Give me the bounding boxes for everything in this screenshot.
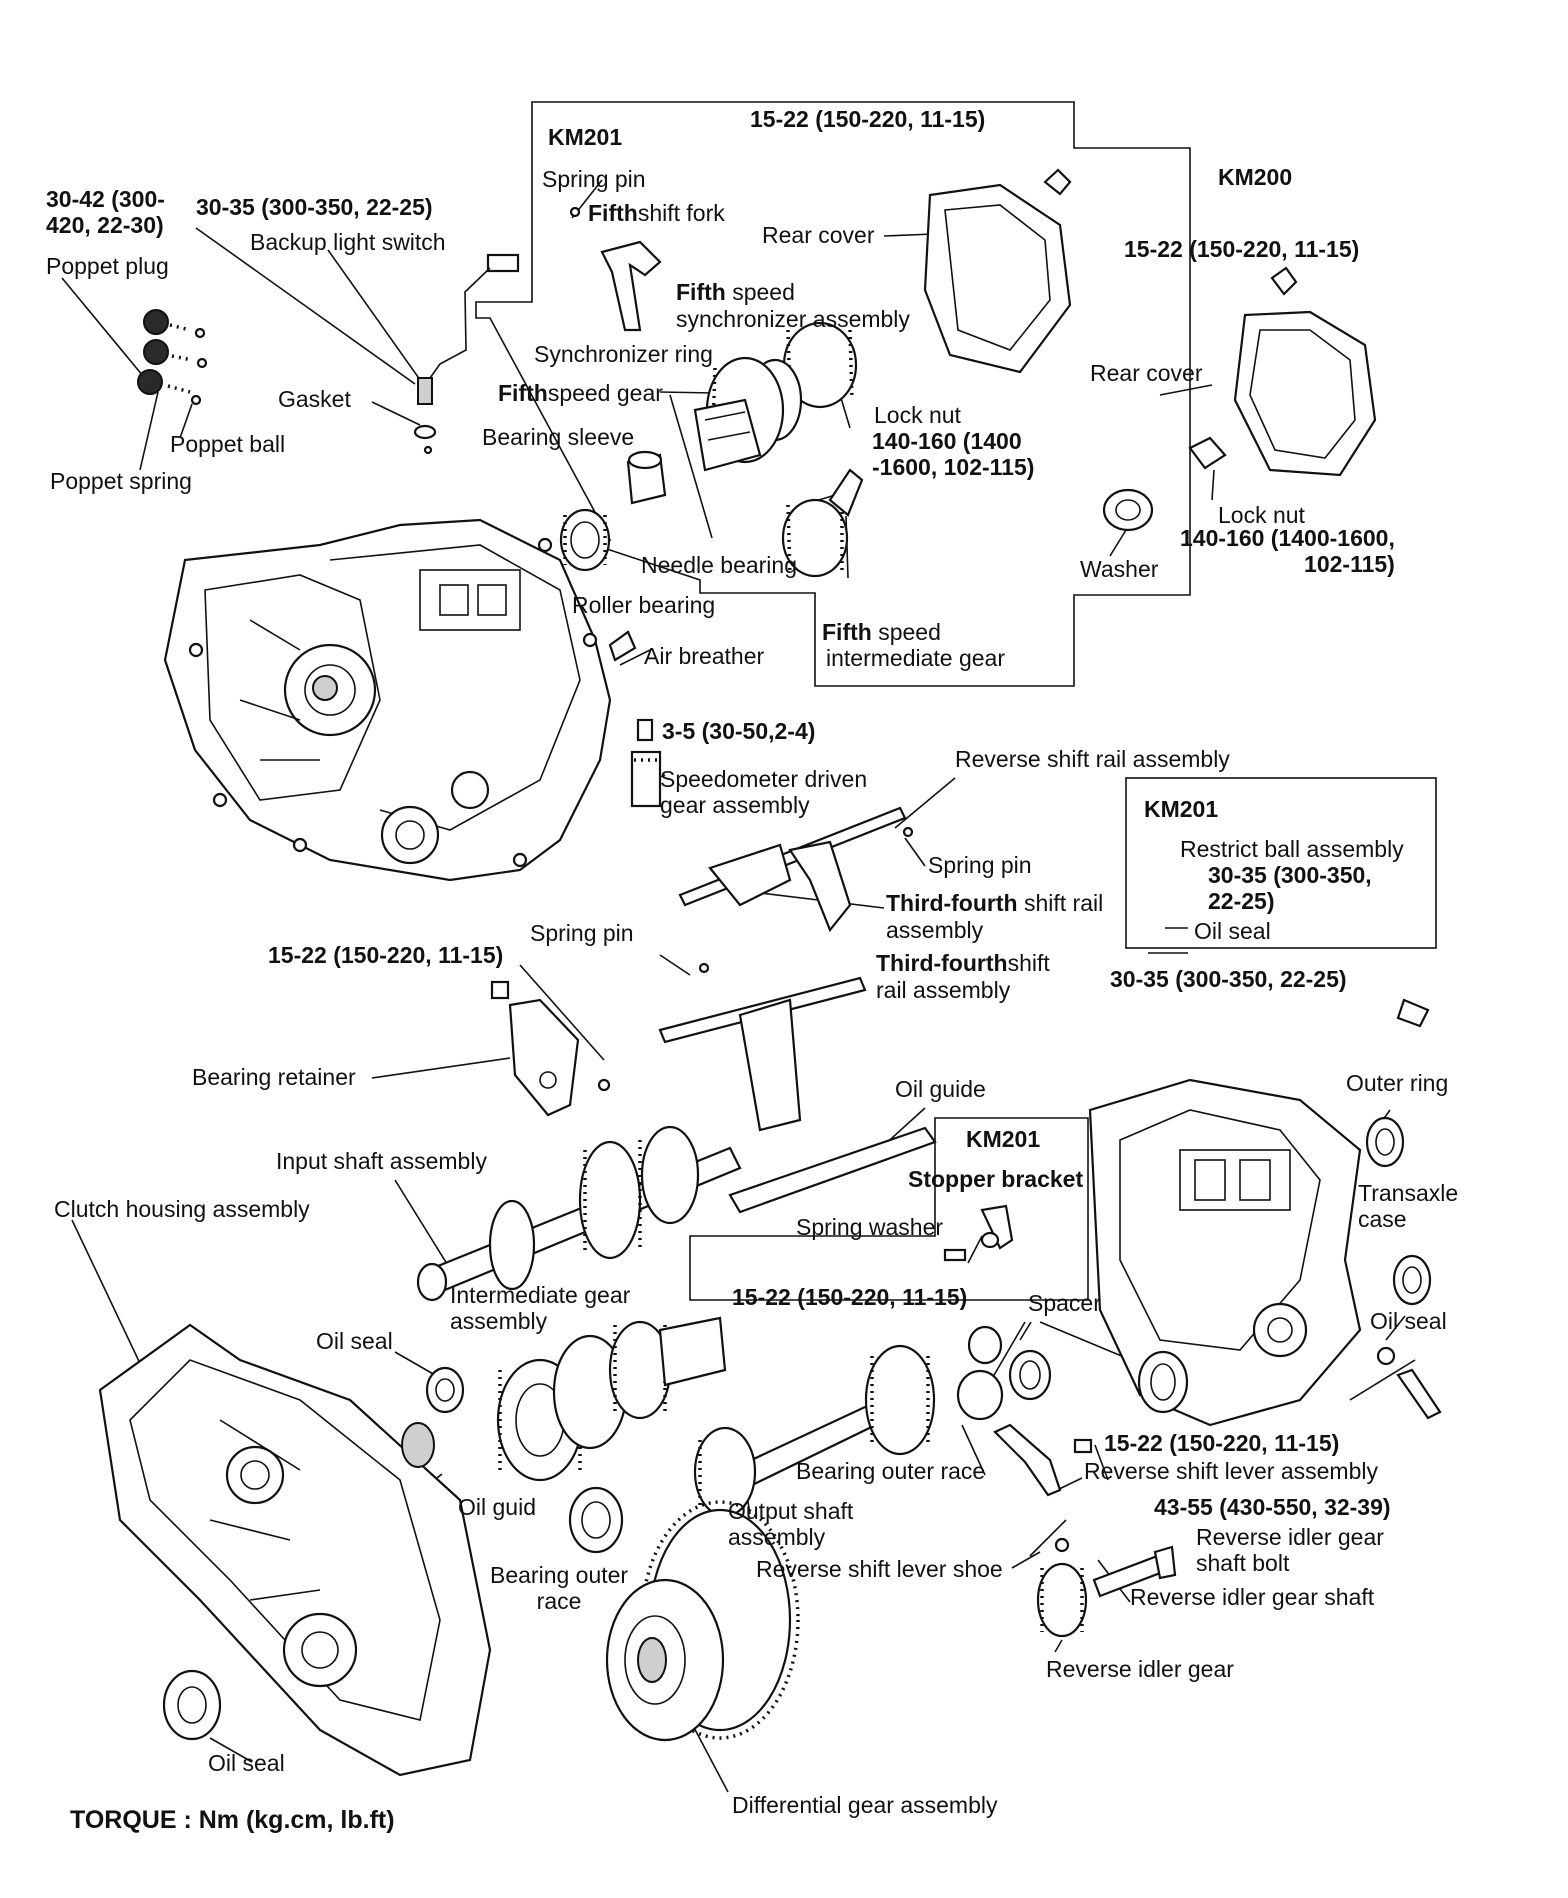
bearing-retainer-label: Bearing retainer (192, 1064, 356, 1090)
sync-ring-label: Synchronizer ring (534, 341, 713, 367)
fifth-sync-label-1: Fifth speed (676, 279, 795, 305)
leader-lines (61, 179, 1416, 1793)
km200-torque: 15-22 (150-220, 11-15) (1124, 236, 1360, 262)
reverse-idler-shaft-label: Reverse idler gear shaft (1130, 1584, 1375, 1610)
housing-seals (162, 1366, 624, 1741)
spring-pin-lower-label: Spring pin (530, 920, 634, 946)
km200-title: KM200 (1218, 164, 1293, 190)
km201-mid-box (689, 1117, 1089, 1301)
reverse-idler-gear-label: Reverse idler gear (1046, 1656, 1234, 1682)
input-shaft (416, 1125, 742, 1302)
spacer-label: Spacer (1028, 1290, 1101, 1316)
output-shaft-label: Output shaft assembly (728, 1498, 854, 1551)
washer-label: Washer (1080, 556, 1159, 582)
oil-seal-bottom-label: Oil seal (208, 1750, 285, 1776)
intermediate-gear (496, 1316, 727, 1482)
rear-cover-km200-label: Rear cover (1090, 360, 1203, 386)
intermediate-gear-label: Intermediate gear assembly (450, 1282, 631, 1335)
torque-units-note: TORQUE : Nm (kg.cm, lb.ft) (70, 1806, 395, 1834)
gasket-label: Gasket (278, 386, 351, 412)
backup-light-switch (413, 253, 520, 455)
torque-speedo: 3-5 (30-50,2-4) (662, 718, 816, 744)
spring-washer-label: Spring washer (796, 1214, 944, 1240)
torque-reverse-lever: 15-22 (150-220, 11-15) (1104, 1430, 1340, 1456)
third-fourth-label-1b: assembly (886, 917, 984, 943)
needle-bearing-label: Needle bearing (641, 552, 798, 578)
km201-right-title: KM201 (1144, 796, 1219, 822)
reverse-shift-lever-label: Reverse shift lever assembly (1084, 1458, 1378, 1484)
reverse-shift-lever-shoe-label: Reverse shift lever shoe (756, 1556, 1003, 1582)
reverse-idler-bolt-label: Reverse idler gear shaft bolt (1196, 1524, 1384, 1577)
bearing-outer-race-label-2: Bearing outer race (490, 1562, 629, 1615)
fifth-gear-label: Fifthspeed gear (498, 380, 663, 406)
transaxle-case (1088, 1078, 1362, 1427)
torque-poppet-plug: 30-42 (300- 420, 22-30) (46, 186, 165, 239)
transaxle-main-case (163, 518, 612, 882)
spring-pin-mid-label: Spring pin (928, 852, 1032, 878)
roller-bearing-label: Roller bearing (572, 592, 716, 618)
transaxle-case-label: Transaxle case (1358, 1180, 1459, 1233)
oil-seal-km201-label: Oil seal (1194, 918, 1271, 944)
oil-guide-label: Oil guide (895, 1076, 986, 1102)
fifth-sync-label-2: synchronizer assembly (676, 306, 910, 332)
fifth-speed-parts (559, 168, 1072, 662)
torque-bearing-retainer: 15-22 (150-220, 11-15) (268, 942, 504, 968)
reverse-shift-rail-label: Reverse shift rail assembly (955, 746, 1230, 772)
shift-rails (658, 806, 914, 1132)
differential (605, 1500, 800, 1742)
bearing-sleeve-label: Bearing sleeve (482, 424, 635, 450)
third-fourth-label-2b: rail assembly (876, 977, 1011, 1003)
differential-label: Differential gear assembly (732, 1792, 998, 1818)
fifth-shift-fork-label: Fifthshift fork (588, 200, 725, 226)
poppet-ball-label: Poppet ball (170, 431, 286, 457)
km201-top-box (475, 101, 1191, 687)
fifth-inter-label-2: intermediate gear (826, 645, 1005, 671)
lock-nut-km200-torque: 140-160 (1400-1600, 102-115) (1180, 525, 1395, 578)
torque-stopper-bracket: 15-22 (150-220, 11-15) (732, 1284, 968, 1310)
reverse-shift-parts (993, 1423, 1177, 1638)
oil-seal-right-label: Oil seal (1370, 1308, 1447, 1334)
bearing-retainer (490, 980, 611, 1117)
torque-backup-switch: 30-35 (300-350, 22-25) (196, 194, 433, 220)
stopper-bracket (943, 1204, 1014, 1262)
fifth-inter-label-1: Fifth speed (822, 619, 941, 645)
bearing-outer-race-label-1: Bearing outer race (796, 1458, 986, 1484)
output-shaft (693, 1344, 936, 1518)
spring-pin-top-label: Spring pin (542, 166, 646, 192)
third-fourth-label-1: Third-fourth shift rail (886, 890, 1104, 916)
lock-nut-top-torque: 140-160 (1400 -1600, 102-115) (872, 428, 1035, 481)
oil-guide (728, 1126, 937, 1214)
backup-light-switch-label: Backup light switch (250, 229, 446, 255)
third-fourth-label-2: Third-fourthshift (876, 950, 1050, 976)
spacers-races (956, 1325, 1189, 1421)
speedo-driven-label: Speedometer driven gear assembly (660, 766, 868, 819)
torque-rear-cover-bolt: 15-22 (150-220, 11-15) (750, 106, 986, 132)
poppet-plug-label: Poppet plug (46, 253, 169, 279)
restrict-ball-torque: 30-35 (300-350, 22-25) (1208, 862, 1372, 915)
torque-idler-bolt: 43-55 (430-550, 32-39) (1154, 1494, 1391, 1520)
lock-nut-top-label: Lock nut (874, 402, 961, 428)
clutch-housing-label: Clutch housing assembly (54, 1196, 310, 1222)
oil-seal-mid-label: Oil seal (316, 1328, 393, 1354)
torque-case-bolt: 30-35 (300-350, 22-25) (1110, 966, 1347, 992)
poppet-spring-label: Poppet spring (50, 468, 192, 494)
km200-parts (1102, 266, 1377, 532)
km201-top-title: KM201 (548, 124, 623, 150)
km201-mid-title: KM201 (966, 1126, 1041, 1152)
air-breather-label: Air breather (644, 643, 765, 669)
case-seals (1365, 998, 1442, 1420)
stopper-bracket-label: Stopper bracket (908, 1166, 1084, 1192)
lock-nut-km200-label: Lock nut (1218, 502, 1305, 528)
restrict-ball-label: Restrict ball assembly (1180, 836, 1404, 862)
outer-ring-label: Outer ring (1346, 1070, 1449, 1096)
oil-guid-label: Oil guid (458, 1494, 536, 1520)
clutch-housing (98, 1323, 492, 1777)
poppet-set (137, 309, 208, 406)
rear-cover-top-label: Rear cover (762, 222, 875, 248)
km201-right-box (1125, 777, 1437, 949)
speedometer-gear (630, 718, 662, 808)
input-shaft-label: Input shaft assembly (276, 1148, 487, 1174)
